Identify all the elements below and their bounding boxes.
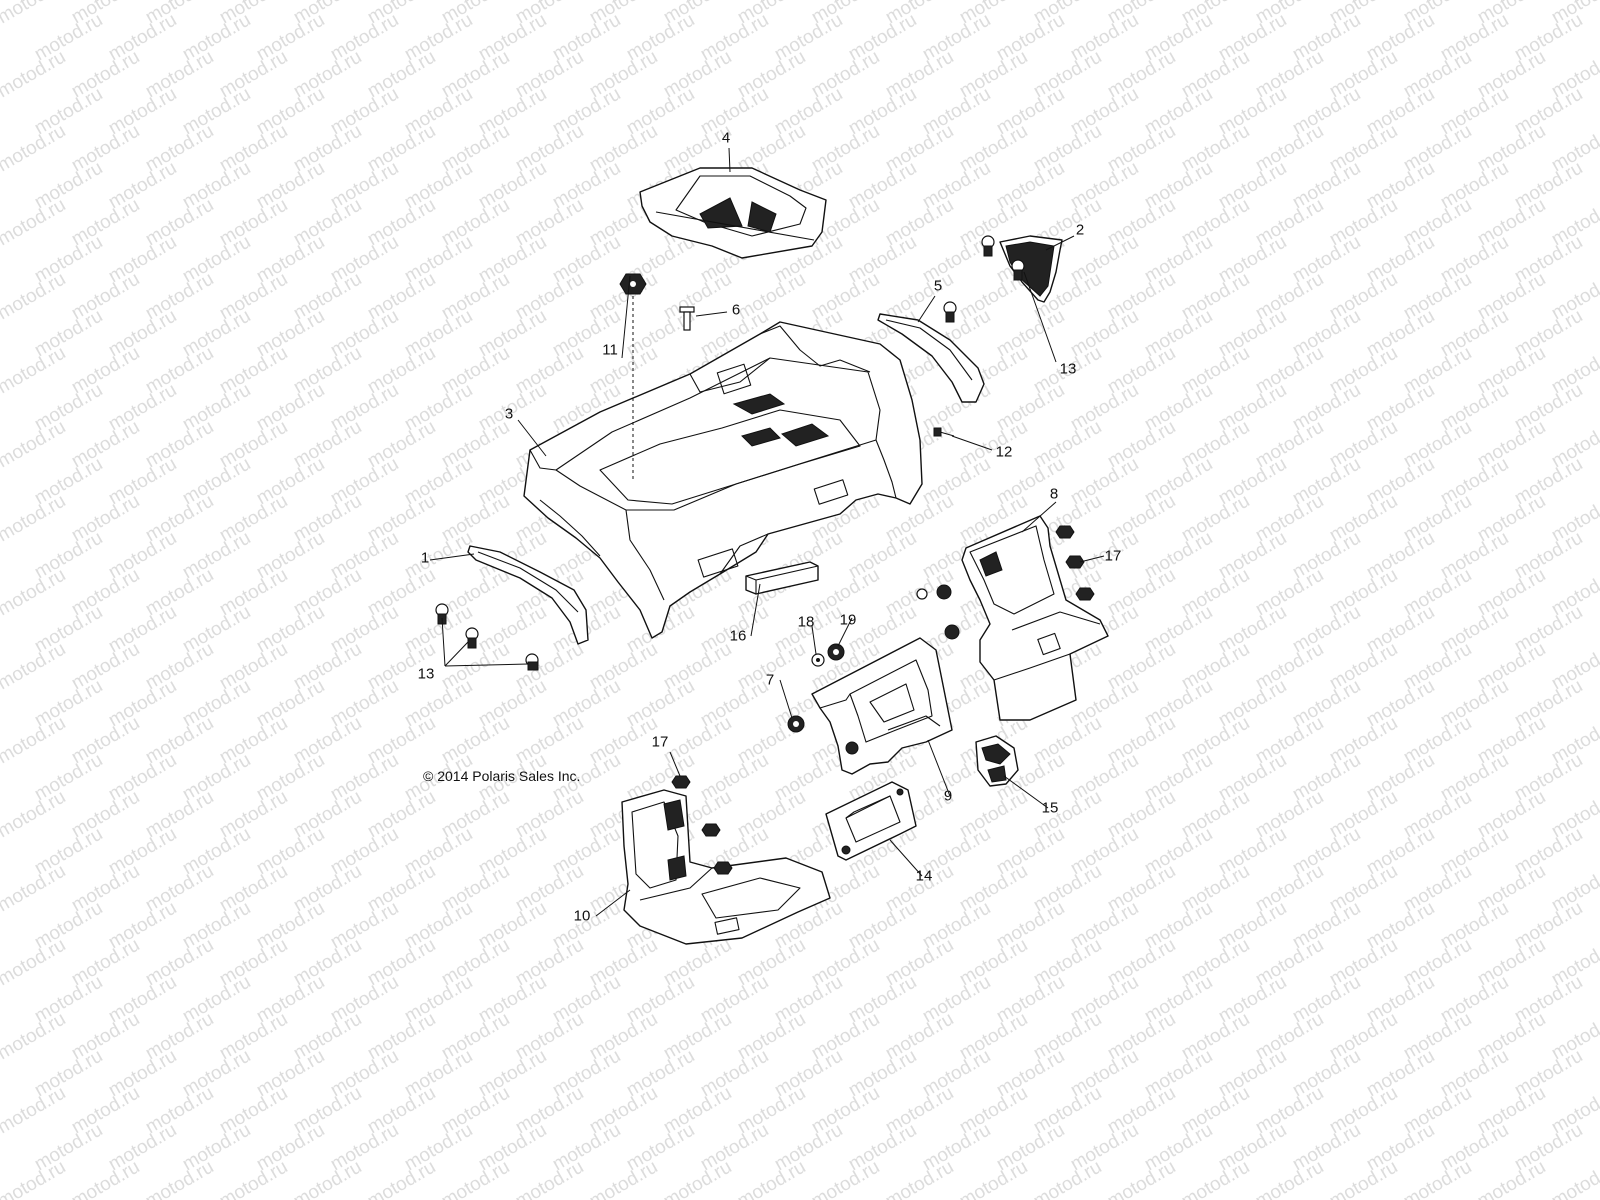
part-17-nut-b [1065,555,1085,569]
part-18-washer [811,653,825,667]
callout-6: 6 [731,301,741,319]
callout-16: 15 [1041,799,1059,817]
callout-8: 8 [1049,485,1059,503]
part-13-push-rivet-f [525,653,539,671]
part-17-nut-a [1055,525,1075,539]
callout-19: 19 [839,611,857,629]
callout-10: 10 [573,907,591,925]
part-17-nut-c [1075,587,1095,601]
part-8-right-bin [961,515,1109,721]
part-4-cover-panel [639,167,827,259]
part-19-nut [827,643,845,661]
callout-3: 3 [504,405,514,423]
callout-5: 5 [933,277,943,295]
copyright-notice: © 2014 Polaris Sales Inc. [423,768,581,784]
part-3-cargo-box [523,321,923,639]
callout-13-left: 13 [417,665,435,683]
part-14-foam-block [745,561,819,595]
leader-lines [429,147,1105,917]
part-11-nut [619,273,647,295]
part-16-latch [975,735,1019,787]
callout-1: 1 [420,549,430,567]
part-7-nut [787,715,805,733]
callout-14: 16 [729,627,747,645]
part-6-screw [679,306,695,331]
callout-15: 14 [915,867,933,885]
part-2-side-vent [999,235,1063,303]
washer-9a [916,588,928,600]
part-13-push-rivet-c [1011,259,1025,281]
part-13-push-rivet-a [943,301,957,323]
part-17-nut-e [701,823,721,837]
callout-11: 11 [602,341,618,359]
nut-9c [944,624,960,640]
part-13-push-rivet-b [981,235,995,257]
callout-7: 7 [765,671,775,689]
part-17-nut-f [713,861,733,875]
callout-2: 2 [1075,221,1085,239]
callout-4: 4 [721,129,731,147]
callout-13-top: 13 [1059,360,1077,378]
callout-9: 9 [943,787,953,805]
callout-17-right: 17 [1104,547,1122,565]
fasteners [435,235,1095,875]
part-17-nut-d [671,775,691,789]
part-5-right-trim [877,313,985,403]
part-12-screw [933,427,955,437]
callout-17-left: 17 [651,733,669,751]
callout-18: 18 [797,613,815,631]
part-1-left-trim [467,545,589,645]
nut-9b [936,584,952,600]
part-9-center-bracket [811,637,953,775]
callout-12: 12 [995,443,1013,461]
part-15-tray-insert [825,781,917,861]
part-13-push-rivet-e [465,627,479,649]
